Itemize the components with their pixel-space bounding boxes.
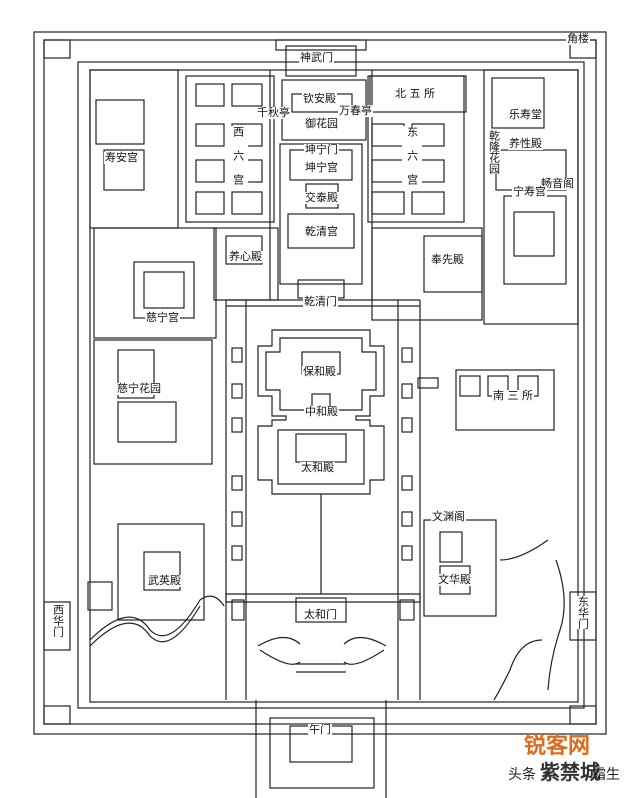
- label-yangxindian: 养心殿: [228, 250, 263, 263]
- wumen-gate: [269, 717, 375, 789]
- watermark-extra: 霜生: [592, 767, 620, 783]
- label-donghuamen: 东华门: [576, 596, 590, 629]
- watermark-brand: 锐客网: [524, 734, 591, 759]
- taihedian-building: [295, 433, 347, 463]
- label-qianlonghuayuan: 乾隆花园: [487, 130, 501, 174]
- label-wenyuange: 文渊阁: [431, 510, 466, 523]
- taihemen-building: [295, 597, 347, 623]
- label-wumen: 午门: [308, 723, 332, 736]
- label-shenwumen: 神武门: [299, 51, 334, 64]
- inner-court-wall: [89, 69, 579, 703]
- label-qianqingmen: 乾清门: [303, 295, 338, 308]
- label-yixingdian: 养性殿: [508, 137, 543, 150]
- label-qinandian: 钦安殿: [302, 92, 337, 105]
- label-wanchunting: 万春亭: [338, 104, 373, 117]
- label-xihuamen: 西华门: [51, 604, 65, 637]
- xihuamen-gate: [43, 601, 71, 651]
- watermark-author: 紫禁城: [540, 760, 600, 784]
- shenwumen-gate: [285, 45, 357, 77]
- label-shouangong: 寿安宫: [104, 151, 139, 164]
- label-zhonghedian: 中和殿: [304, 405, 339, 418]
- label-baohedian: 保和殿: [302, 365, 337, 378]
- label-xiliugong: 西 六 宫: [228, 126, 248, 185]
- label-jiaotaidian: 交泰殿: [304, 191, 339, 204]
- label-kunninggong: 坤宁宫: [304, 161, 339, 174]
- label-yuhuayuan: 御花园: [304, 117, 339, 130]
- watermark-source: 头条: [508, 767, 536, 783]
- label-ningshougong: 宁寿宫: [512, 185, 547, 198]
- label-taihemen: 太和门: [303, 608, 338, 621]
- label-beiwusuo: 北 五 所: [394, 87, 436, 100]
- wuying-complex: [117, 523, 205, 621]
- label-changyinge: 畅音阁: [540, 177, 575, 190]
- label-leshoutang: 乐寿堂: [508, 108, 543, 121]
- wenhua-complex: [423, 519, 497, 617]
- label-wuyingdian: 武英殿: [147, 574, 182, 587]
- label-wenhuadian: 文华殿: [437, 573, 472, 586]
- label-fengxiandian: 奉先殿: [430, 253, 465, 266]
- label-cininggong: 慈宁宫: [145, 311, 180, 324]
- label-cininghuayuan-h: 慈宁花园: [116, 382, 162, 395]
- label-dongliugong: 东 六 宫: [402, 126, 422, 185]
- beiwusuo-block: [369, 75, 467, 113]
- yangxindian-block: [213, 227, 279, 301]
- label-qianqiuting: 千秋亭: [256, 106, 291, 119]
- nansansuo-block: [455, 369, 555, 431]
- label-jiaolou: 角楼: [566, 32, 590, 45]
- donghuamen-gate: [569, 591, 597, 641]
- qianqinggong-building: [287, 213, 355, 249]
- label-nansansuo: 南 三 所: [492, 389, 534, 402]
- label-qianqinggong: 乾清宫: [304, 225, 339, 238]
- label-kunningmen: 坤宁门: [304, 143, 339, 156]
- outer-court-terrace: [257, 329, 385, 495]
- label-taihedian: 太和殿: [300, 461, 335, 474]
